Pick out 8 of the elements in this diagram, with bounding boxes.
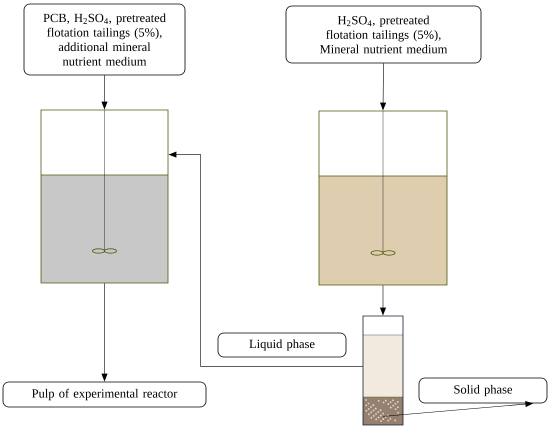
text-box: Pulp of experimental reactor [2,382,206,408]
text-box: PCB, H$_{2}$SO$_{4}$, pretreated flotation tailings (5%), additional mineral nutrient medium [24,4,186,76]
reactor-tank [318,110,448,286]
text-box: Solid phase [418,378,548,404]
text-box: Liquid phase [218,332,346,358]
reactor-tank [40,110,168,284]
text-box: H$_{2}$SO$_{4}$, pretreated flotation tailings (5%), Mineral nutrient medium [286,6,482,64]
settling-column [362,316,404,426]
